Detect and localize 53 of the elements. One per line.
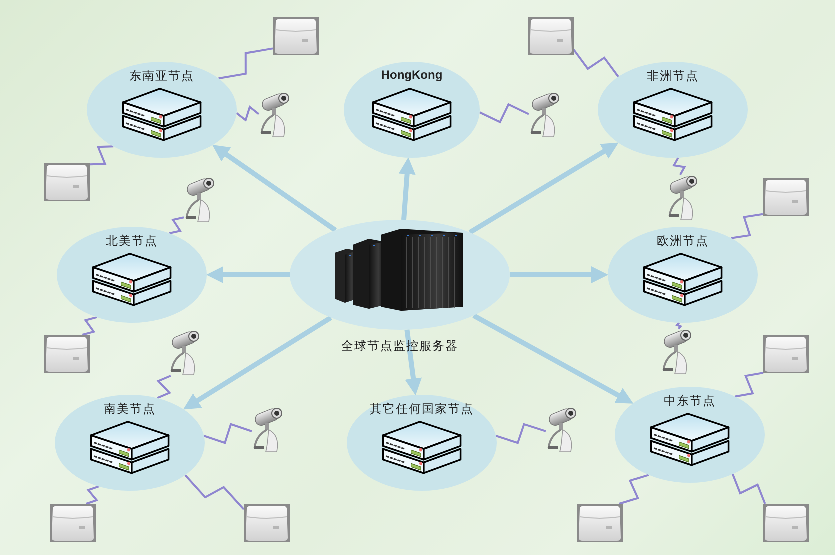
rice-cooker-picture	[763, 335, 809, 373]
arrow	[404, 330, 422, 396]
node-label: 全球节点监控服务器	[342, 338, 458, 355]
rice-cooker-picture	[577, 504, 623, 542]
lightning-bolt	[86, 486, 100, 505]
lightning-bolt	[619, 474, 650, 505]
node-label: 其它任何国家节点	[370, 401, 474, 418]
node-label: 非洲节点	[647, 68, 699, 85]
lightning-bolt	[676, 322, 682, 330]
rice-cooker-picture	[273, 17, 319, 55]
lightning-bolt	[496, 423, 546, 444]
webcam-picture	[252, 407, 284, 453]
lightning-bolt	[82, 316, 98, 336]
node-label: 中东节点	[664, 393, 716, 410]
node-label: 南美节点	[104, 401, 156, 418]
lightning-bolt	[184, 474, 245, 510]
lightning-bolt	[573, 49, 620, 78]
lightning-bolt	[732, 474, 766, 504]
rice-cooker-picture	[763, 178, 809, 216]
webcam-picture	[546, 407, 578, 453]
lightning-bolt	[735, 372, 764, 398]
lightning-bolt	[156, 375, 172, 400]
lightning-bolt	[90, 146, 114, 166]
arrow	[510, 266, 608, 284]
node-label: HongKong	[381, 68, 443, 82]
rice-cooker-picture	[50, 504, 96, 542]
webcam-picture	[661, 329, 693, 375]
lightning-bolt	[479, 103, 530, 124]
lightning-bolt	[672, 157, 686, 176]
webcam-picture	[667, 175, 699, 221]
lightning-bolt	[218, 48, 274, 80]
webcam-picture	[169, 330, 201, 376]
rice-cooker-picture	[44, 335, 90, 373]
arrow	[472, 314, 634, 404]
webcam-picture	[529, 92, 561, 138]
arrow	[183, 316, 332, 410]
arrow	[212, 144, 338, 232]
arrow	[398, 157, 416, 220]
lightning-bolt	[204, 423, 252, 444]
webcam-picture	[184, 177, 216, 223]
node-label: 欧洲节点	[657, 233, 709, 250]
rice-cooker-picture	[763, 504, 809, 542]
lightning-bolt	[169, 216, 184, 234]
arrow	[206, 266, 290, 284]
lightning-bolt	[731, 213, 764, 240]
rice-cooker-picture	[44, 163, 90, 201]
rice-cooker-picture	[528, 17, 574, 55]
webcam-picture	[259, 92, 291, 138]
rice-cooker-picture	[244, 504, 290, 542]
arrow	[468, 142, 619, 235]
lightning-bolt	[236, 106, 260, 122]
node-label: 北美节点	[106, 233, 158, 250]
node-label: 东南亚节点	[130, 68, 194, 85]
